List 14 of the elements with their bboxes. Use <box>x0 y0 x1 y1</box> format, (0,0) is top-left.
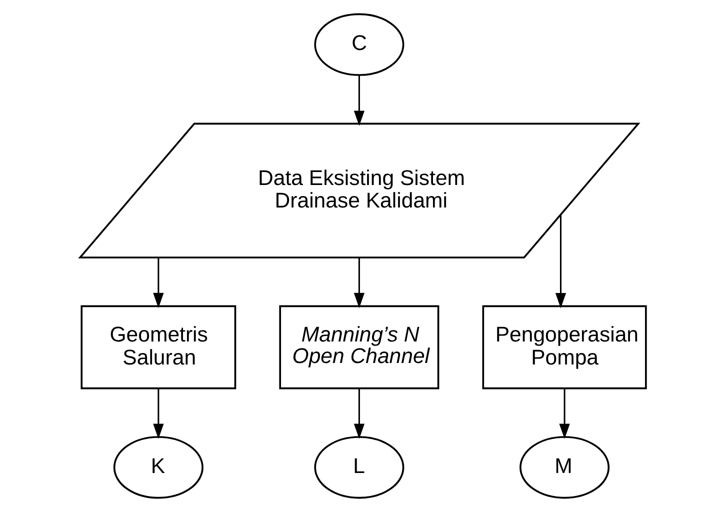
arrow <box>353 258 364 308</box>
arrow <box>152 258 164 308</box>
arrow <box>558 388 570 439</box>
node-box: Manning’s N Open Channel <box>278 305 439 390</box>
node-box: Geometris Saluran <box>80 305 236 390</box>
arrow <box>554 215 566 308</box>
node-ellipse: C <box>314 13 404 76</box>
arrow <box>353 388 364 439</box>
node-ellipse: L <box>314 436 404 499</box>
arrow <box>353 76 364 126</box>
node-ellipse: M <box>519 436 610 499</box>
node-box: Pengoperasian Pompa <box>482 305 646 390</box>
arrow <box>152 388 164 439</box>
node-ellipse: K <box>112 436 203 499</box>
